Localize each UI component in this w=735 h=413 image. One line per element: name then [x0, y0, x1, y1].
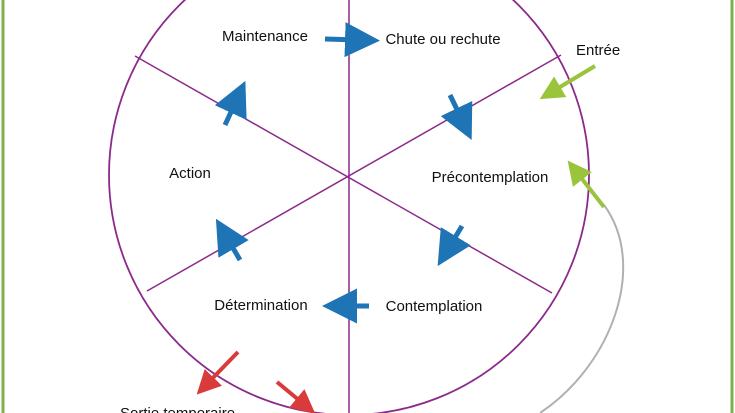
return-arrow: [567, 160, 606, 209]
arrow-determination-to-action: [215, 218, 249, 262]
exit-arrow-right: [275, 380, 316, 413]
entry-arrow: [539, 64, 597, 100]
stage-label-contemplation: Contemplation: [386, 298, 483, 315]
stage-label-maintenance: Maintenance: [222, 28, 308, 45]
stage-label-action: Action: [169, 165, 211, 182]
arrow-maintenance-to-relapse: [324, 22, 380, 58]
temporary-exit-label: Sortie temporaire: [120, 405, 235, 413]
arrow-action-to-maintenance: [214, 80, 247, 127]
stage-label-precontemplation: Précontemplation: [432, 169, 549, 186]
entry-label: Entrée: [576, 42, 620, 59]
exit-arrow-left: [196, 350, 240, 395]
stage-label-determination: Détermination: [214, 297, 307, 314]
stage-label-relapse: Chute ou rechute: [385, 31, 500, 48]
arrow-precontemplation-to-contemplation: [437, 224, 471, 267]
divider-diagonal-a: [134, 55, 553, 294]
return-path-curve: [539, 204, 625, 413]
arrow-relapse-to-precontemplation: [440, 93, 473, 141]
